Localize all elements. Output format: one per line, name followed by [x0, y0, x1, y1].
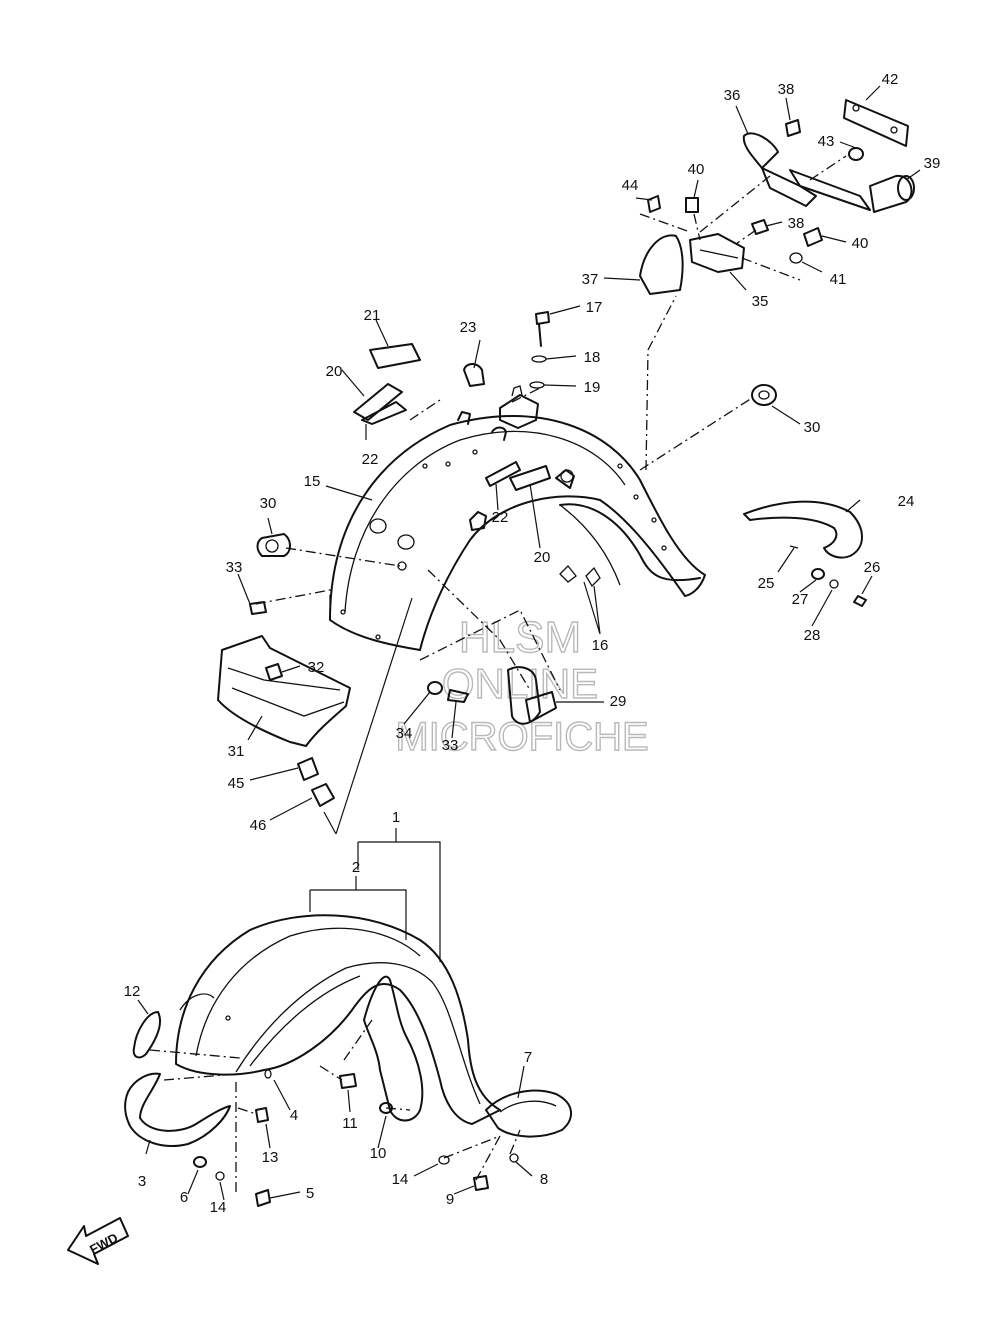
small-clips — [297, 757, 335, 807]
callout-31: 31 — [228, 743, 245, 760]
callout-40b: 40 — [852, 235, 869, 252]
callout-3: 3 — [138, 1173, 146, 1190]
callout-23: 23 — [460, 319, 477, 336]
callout-19: 19 — [584, 379, 601, 396]
callout-29: 29 — [610, 693, 627, 710]
callout-13: 13 — [262, 1149, 279, 1166]
callout-22b: 22 — [492, 509, 509, 526]
fwd-label: FWD — [87, 1230, 120, 1257]
callout-35: 35 — [752, 293, 769, 310]
forward-arrow-icon — [67, 1217, 129, 1265]
callout-44: 44 — [622, 177, 639, 194]
callout-18: 18 — [584, 349, 601, 366]
callout-6: 6 — [180, 1189, 188, 1206]
callout-27: 27 — [792, 591, 809, 608]
callout-38a: 38 — [778, 81, 795, 98]
callout-41: 41 — [830, 271, 847, 288]
callout-39: 39 — [924, 155, 941, 172]
top-hardware — [463, 311, 550, 389]
callout-5: 5 — [306, 1185, 314, 1202]
callout-43: 43 — [818, 133, 835, 150]
callout-11: 11 — [342, 1115, 358, 1132]
callout-30a: 30 — [804, 419, 821, 436]
callout-25: 25 — [758, 575, 775, 592]
tail-bracket-assembly — [639, 99, 915, 295]
callout-42: 42 — [882, 71, 899, 88]
callout-16: 16 — [592, 637, 609, 654]
callout-21: 21 — [364, 307, 381, 324]
callout-20a: 20 — [326, 363, 343, 380]
watermark-line-1: HLSM — [459, 613, 581, 662]
callout-15: 15 — [304, 473, 321, 490]
callout-14b: 14 — [392, 1171, 409, 1188]
side-bracket — [249, 601, 557, 725]
callout-40a: 40 — [688, 161, 705, 178]
callout-20b: 20 — [534, 549, 551, 566]
callout-9: 9 — [446, 1191, 454, 1208]
callout-14a: 14 — [210, 1199, 227, 1216]
callout-46: 46 — [250, 817, 267, 834]
forward-direction-indicator: FWD — [67, 1217, 129, 1265]
callout-36: 36 — [724, 87, 741, 104]
callout-30b: 30 — [260, 495, 277, 512]
callout-34: 34 — [396, 725, 413, 742]
callout-33a: 33 — [226, 559, 243, 576]
callout-2: 2 — [352, 859, 360, 876]
callout-38b: 38 — [788, 215, 805, 232]
watermark: HLSM ONLINE MICROFICHE — [395, 612, 650, 759]
callout-33b: 33 — [442, 737, 459, 754]
watermark-line-3: MICROFICHE — [395, 715, 648, 759]
rear-flap — [743, 500, 867, 607]
lower-panel — [217, 635, 351, 747]
callout-4: 4 — [290, 1107, 298, 1124]
callout-7: 7 — [524, 1049, 532, 1066]
leader-lines — [137, 85, 921, 1201]
callout-24: 24 — [898, 493, 915, 510]
main-fender — [124, 914, 572, 1207]
callout-1: 1 — [392, 809, 400, 826]
center-lines — [149, 155, 847, 1196]
callout-22a: 22 — [362, 451, 379, 468]
inner-fender — [329, 385, 706, 651]
callout-26: 26 — [864, 559, 881, 576]
callout-45: 45 — [228, 775, 245, 792]
callout-8: 8 — [540, 1171, 548, 1188]
callout-10: 10 — [370, 1145, 387, 1162]
callout-17: 17 — [586, 299, 603, 316]
callout-12: 12 — [124, 983, 141, 1000]
callout-28: 28 — [804, 627, 821, 644]
callout-32: 32 — [308, 659, 325, 676]
grommets — [256, 384, 777, 557]
callout-labels: 1 2 3 4 5 6 7 8 9 10 11 12 13 14 14 15 1… — [124, 71, 941, 1216]
pads — [353, 343, 601, 588]
callout-37: 37 — [582, 271, 599, 288]
